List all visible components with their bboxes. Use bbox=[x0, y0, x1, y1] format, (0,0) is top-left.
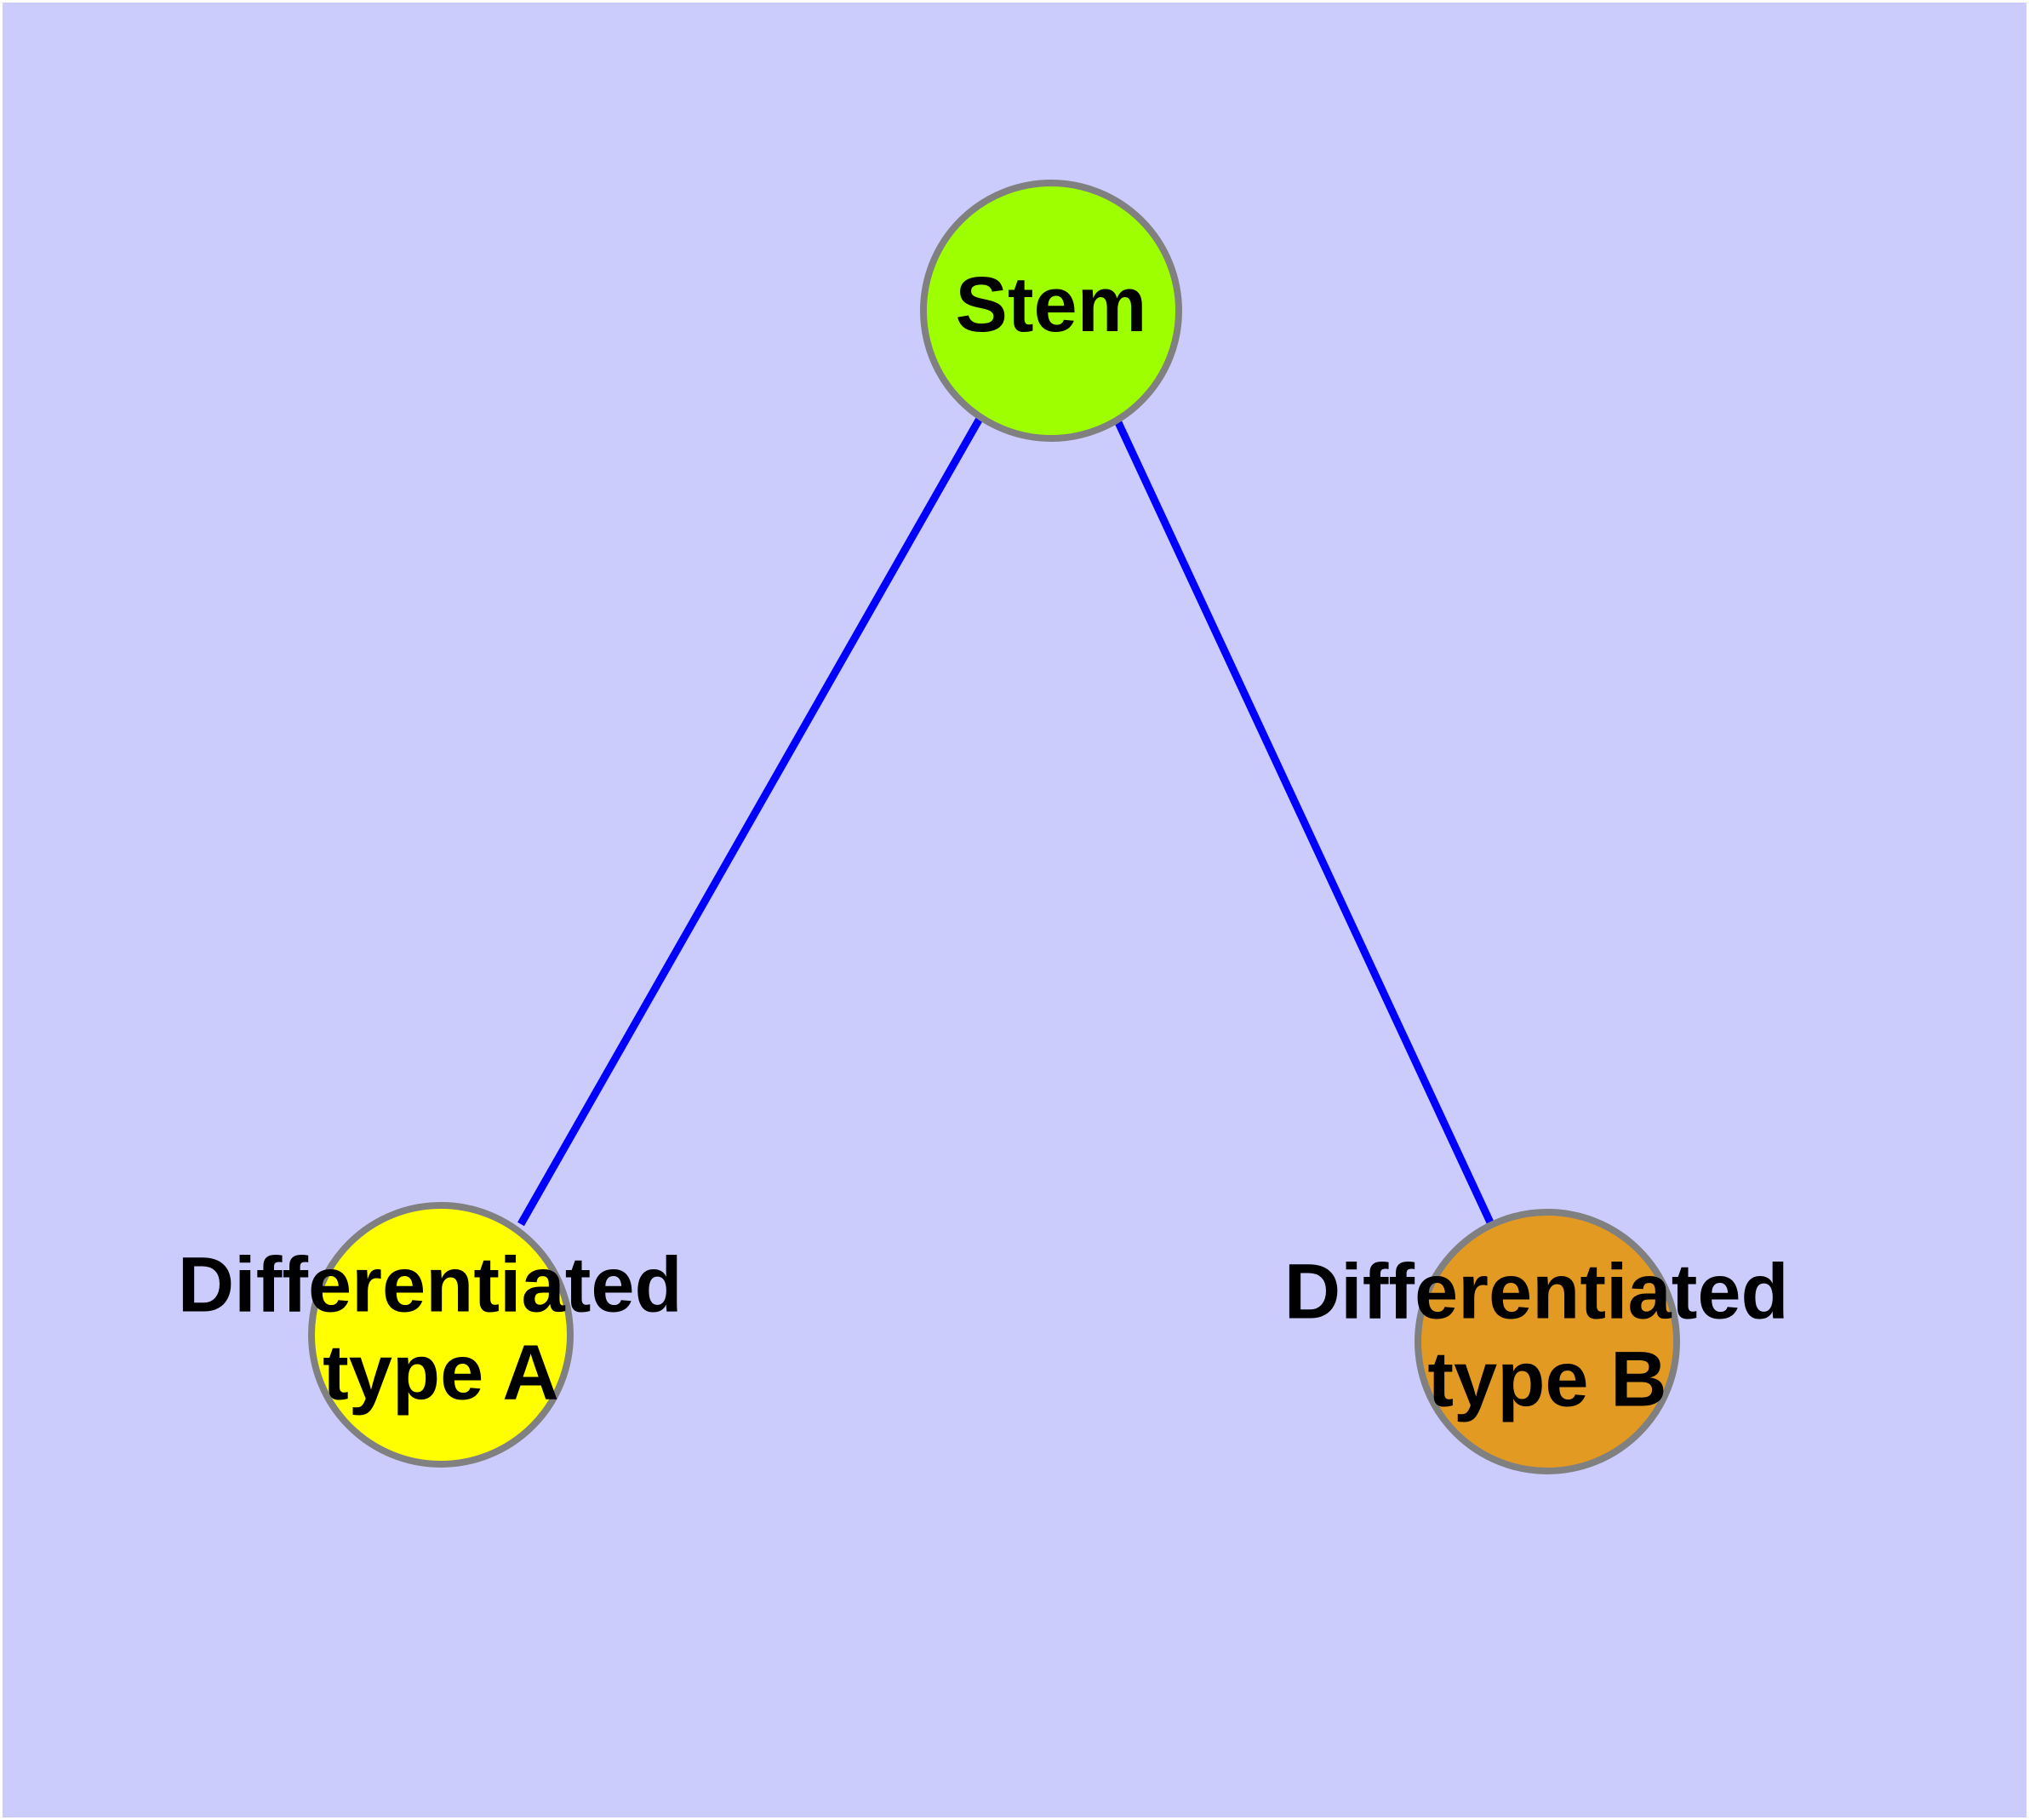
node-stem[interactable]: Stem bbox=[920, 180, 1182, 442]
node-differentiated-type-b-circle[interactable] bbox=[1415, 1209, 1680, 1474]
node-stem-label: Stem bbox=[956, 261, 1147, 348]
node-differentiated-type-a-circle[interactable] bbox=[308, 1202, 574, 1468]
node-differentiated-type-b-label: Differentiated type B bbox=[1284, 1249, 1811, 1423]
node-differentiated-type-a-label: Differentiated type A bbox=[178, 1242, 705, 1417]
node-stem-label-line-1: Stem bbox=[956, 261, 1147, 348]
node-differentiated-type-a[interactable]: Differentiated type A bbox=[178, 1202, 705, 1468]
node-layer: Stem Differentiated type A Differentiate… bbox=[178, 180, 1811, 1474]
node-differentiated-type-b-label-line-2: type B bbox=[1427, 1336, 1666, 1423]
node-differentiated-type-b-label-line-1: Differentiated bbox=[1284, 1249, 1789, 1336]
node-differentiated-type-a-label-line-1: Differentiated bbox=[178, 1242, 683, 1329]
node-differentiated-type-b[interactable]: Differentiated type B bbox=[1284, 1209, 1811, 1474]
edge-layer bbox=[517, 415, 1495, 1227]
node-differentiated-type-a-label-line-2: type A bbox=[323, 1330, 559, 1417]
node-stem-circle[interactable] bbox=[920, 180, 1182, 442]
edge-stem-to-differentiated-type-b bbox=[1112, 417, 1495, 1224]
edge-stem-to-differentiated-type-a bbox=[517, 415, 984, 1227]
